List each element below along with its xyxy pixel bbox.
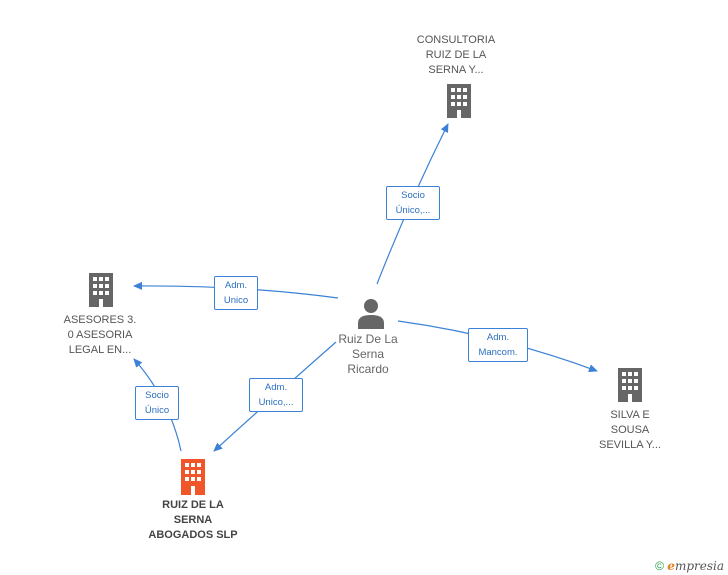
company-label-asesores[interactable]: ASESORES 3. 0 ASESORIA LEGAL EN... bbox=[63, 314, 137, 356]
company-label-silva[interactable]: SILVA E SOUSA SEVILLA Y... bbox=[599, 409, 661, 451]
edge-label-socio-unico-consultoria[interactable]: Socio Único,... bbox=[386, 186, 440, 220]
building-icon[interactable] bbox=[444, 84, 474, 118]
main-company-label[interactable]: RUIZ DE LA SERNA ABOGADOS SLP bbox=[148, 499, 238, 541]
building-icon[interactable] bbox=[86, 273, 116, 307]
main-company-building-icon[interactable] bbox=[178, 459, 208, 495]
edge-label-adm-mancom-silva[interactable]: Adm. Mancom. bbox=[468, 328, 528, 362]
brand-logo: empresia bbox=[667, 559, 724, 573]
person-label[interactable]: Ruiz De La Serna Ricardo bbox=[338, 332, 398, 376]
person-icon[interactable] bbox=[356, 297, 386, 329]
edge-label-socio-unico-asesores[interactable]: Socio Único bbox=[135, 386, 179, 420]
company-label-consultoria[interactable]: CONSULTORIA RUIZ DE LA SERNA Y... bbox=[416, 34, 496, 76]
copyright-symbol: © bbox=[655, 559, 664, 573]
brand-footer[interactable]: © empresia bbox=[655, 559, 724, 573]
edge-label-adm-unico-main[interactable]: Adm. Unico,... bbox=[249, 378, 303, 412]
edge-label-adm-unico-asesores[interactable]: Adm. Unico bbox=[214, 276, 258, 310]
building-icon[interactable] bbox=[615, 368, 645, 402]
